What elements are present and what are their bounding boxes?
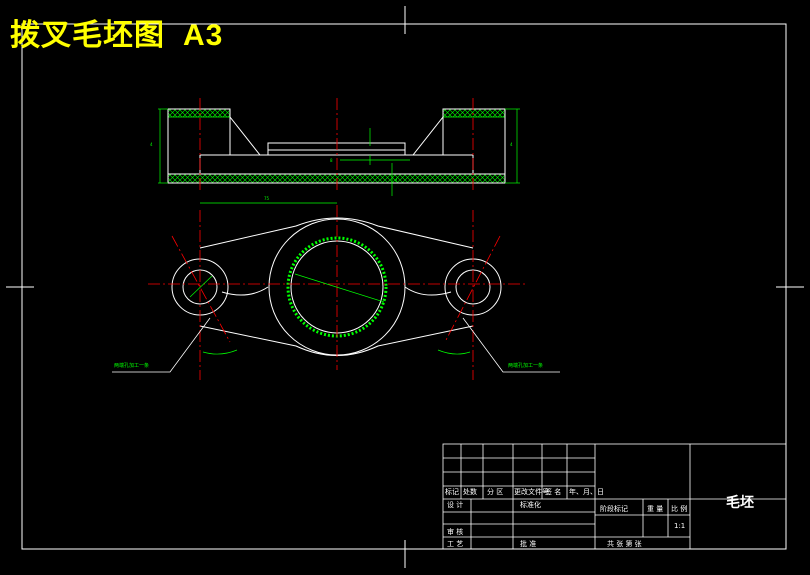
tb-label-stage-mark: 阶段标记 xyxy=(600,505,628,513)
dim-thickness: 4 xyxy=(395,178,398,183)
drawing-title-text: 拨叉毛坯图 xyxy=(10,18,165,53)
drawing-title: 拨叉毛坯图 A3 xyxy=(10,10,223,54)
dim-length: 75 xyxy=(264,196,270,201)
note-left: 两端孔加工一条 xyxy=(114,363,150,369)
hatched-regions xyxy=(167,108,506,184)
front-view xyxy=(112,205,560,380)
dim-center: 8 xyxy=(330,158,333,163)
top-section-view xyxy=(158,98,520,204)
note-right: 两端孔加工一条 xyxy=(508,363,544,369)
section-outline xyxy=(167,108,506,184)
dim-height-right: 4 xyxy=(510,142,513,147)
tb-label-zone: 分 区 xyxy=(487,488,504,496)
tb-label-process: 工 艺 xyxy=(447,540,464,548)
tb-label-count: 处数 xyxy=(463,488,477,496)
sheet-border xyxy=(6,6,804,568)
tb-label-weight: 重 量 xyxy=(647,505,664,513)
tb-scale-value: 1:1 xyxy=(674,522,686,530)
top-dimension-lines xyxy=(158,108,520,204)
tb-part-name: 毛坯 xyxy=(726,495,754,511)
tb-label-sheets: 共 张 第 张 xyxy=(607,540,642,548)
tb-label-standard: 标准化 xyxy=(520,501,541,509)
tb-label-change-doc: 更改文件号 xyxy=(514,488,549,496)
tb-label-scale: 比 例 xyxy=(671,505,688,513)
front-centerlines xyxy=(148,205,525,380)
title-block xyxy=(442,443,787,550)
tb-label-date: 年、月、日 xyxy=(569,488,604,496)
top-centerlines xyxy=(199,98,474,192)
tb-label-review: 审 核 xyxy=(447,528,464,536)
tb-label-sign: 签 名 xyxy=(545,488,562,496)
tb-label-design: 设 计 xyxy=(447,501,464,509)
tb-label-approve: 批 准 xyxy=(520,540,537,548)
leader-lines xyxy=(112,317,560,373)
dim-height-left: 4 xyxy=(150,142,153,147)
tb-label-mark: 标记 xyxy=(445,488,459,496)
sheet-size: A3 xyxy=(183,19,224,52)
front-dimension-lines xyxy=(189,273,471,355)
